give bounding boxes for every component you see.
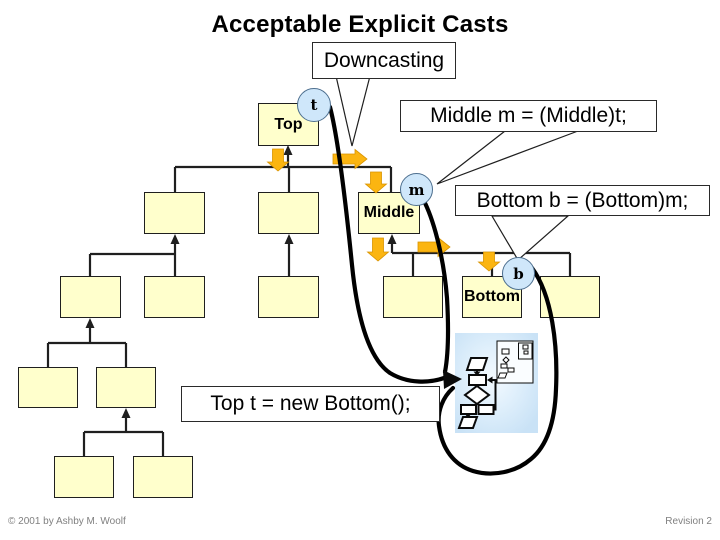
class-box xyxy=(133,456,193,498)
object-instance-panel xyxy=(455,333,538,433)
reference-label-b: b xyxy=(513,264,524,283)
class-box xyxy=(60,276,121,318)
class-box xyxy=(258,192,319,234)
cast-step-arrow-down-icon xyxy=(477,251,501,272)
class-label-bottom: Bottom xyxy=(464,288,520,305)
class-box xyxy=(383,276,443,318)
cast-step-arrow-down-icon xyxy=(366,237,390,262)
class-box xyxy=(540,276,600,318)
class-box xyxy=(258,276,319,318)
middle-cast-callout: Middle m = (Middle)t; xyxy=(400,100,657,132)
class-box xyxy=(96,367,156,408)
reference-label-t: t xyxy=(310,96,318,114)
class-box xyxy=(54,456,114,498)
reference-circle-m: m xyxy=(400,173,433,206)
bottom-cast-callout: Bottom b = (Bottom)m; xyxy=(455,185,710,216)
class-label-top: Top xyxy=(274,115,303,133)
class-box xyxy=(18,367,78,408)
cast-step-arrow-down-icon xyxy=(364,171,388,194)
class-box xyxy=(144,276,205,318)
footer-copyright: © 2001 by Ashby M. Woolf xyxy=(8,516,126,527)
cast-step-arrow-down-icon xyxy=(266,148,290,172)
reference-label-m: m xyxy=(408,180,425,199)
cast-step-arrow-right-icon xyxy=(417,236,451,258)
class-box xyxy=(144,192,205,234)
footer-revision: Revision 2 xyxy=(665,516,712,527)
reference-curve-t xyxy=(327,104,447,384)
new-bottom-callout: Top t = new Bottom(); xyxy=(181,386,440,422)
class-label-middle: Middle xyxy=(363,204,415,221)
reference-circle-t: t xyxy=(297,88,331,122)
downcasting-callout: Downcasting xyxy=(312,42,456,79)
reference-circle-b: b xyxy=(502,257,535,290)
page-title: Acceptable Explicit Casts xyxy=(211,11,509,38)
cast-step-arrow-right-icon xyxy=(332,148,368,170)
